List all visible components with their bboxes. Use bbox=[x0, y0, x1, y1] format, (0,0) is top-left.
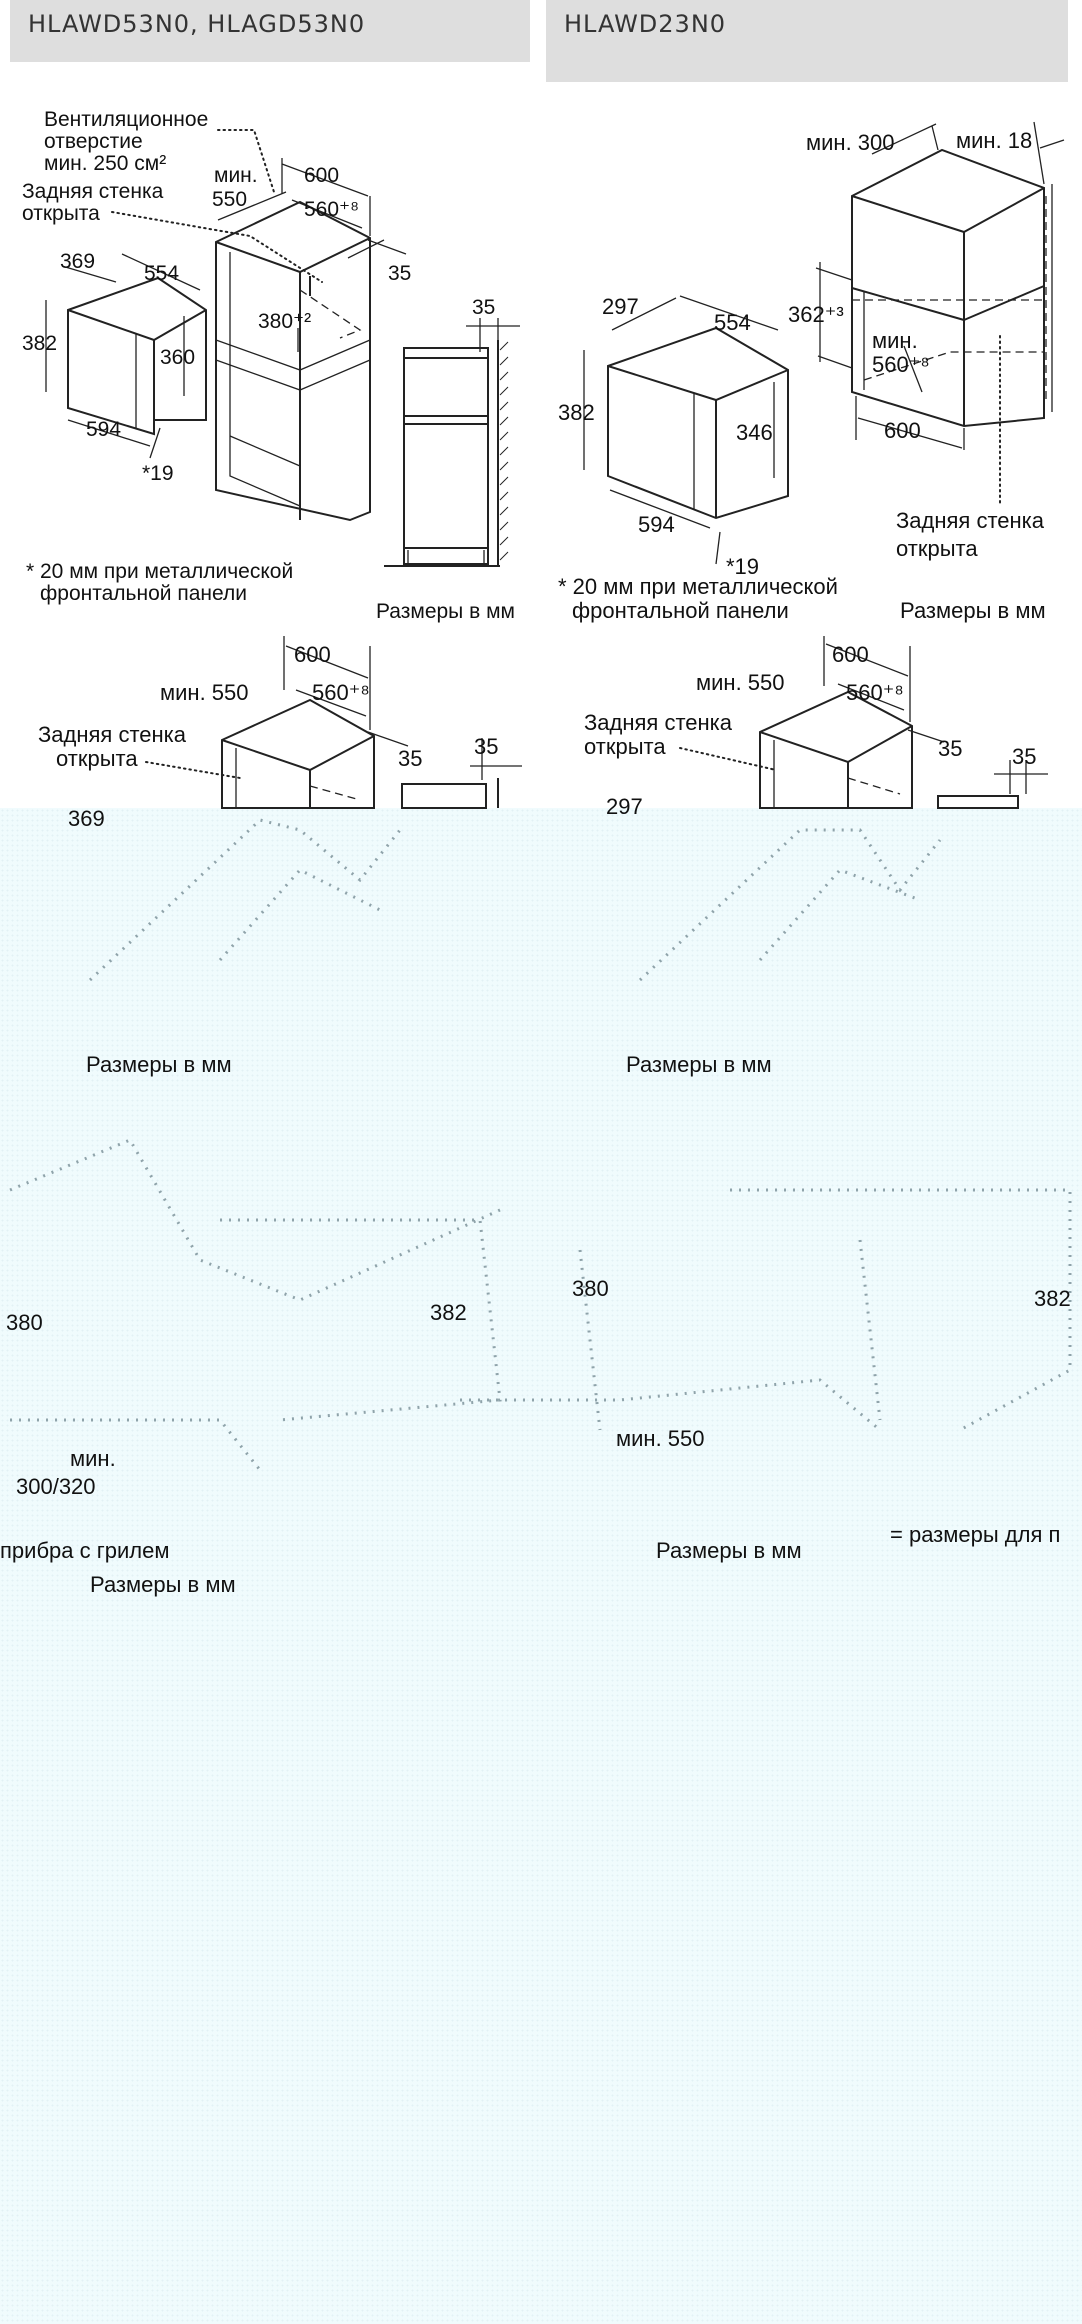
faded-min-550: мин. 550 bbox=[616, 1426, 705, 1451]
vent-label-1: Вентиляционное bbox=[44, 108, 208, 131]
dim-35-side: 35 bbox=[472, 296, 495, 319]
dim-min-550: мин. 550 bbox=[160, 680, 249, 705]
footnote-1: * 20 мм при металлической bbox=[558, 574, 838, 599]
model-header-right: HLAWD23N0 bbox=[546, 0, 1068, 82]
dim-360: 360 bbox=[160, 346, 195, 369]
faded-units-3: Размеры в мм bbox=[90, 1572, 236, 1597]
wall-cabinet-2 bbox=[815, 121, 1065, 505]
rear-wall-label-2: открыта bbox=[22, 202, 100, 225]
technical-drawings: Вентиляционное отверстие мин. 250 см² За… bbox=[0, 108, 1072, 1597]
vent-label-2: отверстие bbox=[44, 130, 143, 153]
dim-550: 550 bbox=[212, 188, 247, 211]
faded-grill-note: = размеры для п bbox=[890, 1522, 1060, 1547]
dim-362: 362⁺³ bbox=[788, 302, 844, 327]
dim-35-top: 35 bbox=[938, 736, 962, 761]
dim-560: 560⁺⁸ bbox=[304, 198, 359, 221]
dim-35-side: 35 bbox=[474, 734, 498, 759]
rear-wall-label-1: Задняя стенка bbox=[38, 722, 187, 747]
rear-wall-label-2: открыта bbox=[896, 536, 978, 561]
faded-drawings: Размеры в мм Размеры в мм 380 382 380 38… bbox=[0, 818, 1072, 1597]
dim-35-side: 35 bbox=[1012, 744, 1036, 769]
dim-min-550: мин. 550 bbox=[696, 670, 785, 695]
side-section-1 bbox=[384, 318, 520, 567]
dim-560: 560⁺⁸ bbox=[846, 680, 904, 705]
blank-lower-area bbox=[0, 808, 1082, 2324]
microwave-1 bbox=[67, 276, 207, 436]
dim-min-label: мин. bbox=[872, 328, 918, 353]
dim-369: 369 bbox=[60, 250, 95, 273]
diagram-1: Вентиляционное отверстие мин. 250 см² За… bbox=[22, 108, 520, 623]
microwave-2 bbox=[607, 326, 789, 520]
footnote-1: * 20 мм при металлической bbox=[26, 560, 293, 583]
faded-dim-380b: 380 bbox=[572, 1276, 609, 1301]
dim-382: 382 bbox=[22, 332, 57, 355]
dim-380: 380⁺² bbox=[258, 310, 311, 333]
dim-554: 554 bbox=[144, 262, 179, 285]
dim-554: 554 bbox=[714, 310, 751, 335]
dim-594: 594 bbox=[638, 512, 675, 537]
rear-wall-label-1: Задняя стенка bbox=[896, 508, 1045, 533]
faded-dim-300: 300/320 bbox=[16, 1474, 96, 1499]
dim-19: *19 bbox=[726, 554, 759, 579]
model-header-right-text: HLAWD23N0 bbox=[564, 10, 727, 38]
dim-594: 594 bbox=[86, 418, 121, 441]
model-header-left-text: HLAWD53N0, HLAGD53N0 bbox=[28, 10, 366, 38]
dim-min-label: мин. bbox=[214, 164, 258, 187]
faded-min: мин. bbox=[70, 1446, 116, 1471]
dim-297: 297 bbox=[606, 794, 643, 819]
rear-wall-label-1: Задняя стенка bbox=[22, 180, 164, 203]
rear-wall-label-2: открыта bbox=[584, 734, 666, 759]
faded-units-2: Размеры в мм bbox=[626, 1052, 772, 1077]
faded-dim-382b: 382 bbox=[1034, 1286, 1071, 1311]
faded-units-1: Размеры в мм bbox=[86, 1052, 232, 1077]
diagram-2: мин. 300 мин. 18 297 554 362⁺³ мин. 560⁺… bbox=[558, 121, 1065, 623]
rear-wall-label-1: Задняя стенка bbox=[584, 710, 733, 735]
dim-35-top: 35 bbox=[398, 746, 422, 771]
faded-grill-label: прибра с грилем bbox=[0, 1538, 169, 1563]
cabinet-1 bbox=[215, 158, 407, 522]
dim-35-top: 35 bbox=[388, 262, 411, 285]
dim-346: 346 bbox=[736, 420, 773, 445]
model-header-left: HLAWD53N0, HLAGD53N0 bbox=[10, 0, 530, 62]
diagram-3: 600 мин. 550 560⁺⁸ Задняя стенка открыта… bbox=[38, 636, 522, 831]
dim-600: 600 bbox=[884, 418, 921, 443]
dim-min-300: мин. 300 bbox=[806, 130, 895, 155]
diagram-4: 600 мин. 550 560⁺⁸ Задняя стенка открыта… bbox=[584, 636, 1048, 819]
vent-label-3: мин. 250 см² bbox=[44, 152, 166, 175]
dim-19: *19 bbox=[142, 462, 174, 485]
faded-dim-382: 382 bbox=[430, 1300, 467, 1325]
rear-wall-label-2: открыта bbox=[56, 746, 138, 771]
dim-600: 600 bbox=[294, 642, 331, 667]
dim-560: 560⁺⁸ bbox=[312, 680, 370, 705]
dim-560: 560⁺⁸ bbox=[872, 352, 930, 377]
faded-units-4: Размеры в мм bbox=[656, 1538, 802, 1563]
dim-382: 382 bbox=[558, 400, 595, 425]
footnote-2: фронтальной панели bbox=[572, 598, 789, 623]
dim-min-18: мин. 18 bbox=[956, 128, 1032, 153]
faded-dim-380: 380 bbox=[6, 1310, 43, 1335]
dim-600: 600 bbox=[304, 164, 339, 187]
units-label-1: Размеры в мм bbox=[376, 600, 515, 623]
dim-297: 297 bbox=[602, 294, 639, 319]
units-label-2: Размеры в мм bbox=[900, 598, 1046, 623]
dim-369: 369 bbox=[68, 806, 105, 831]
dim-600: 600 bbox=[832, 642, 869, 667]
footnote-2: фронтальной панели bbox=[40, 582, 247, 605]
